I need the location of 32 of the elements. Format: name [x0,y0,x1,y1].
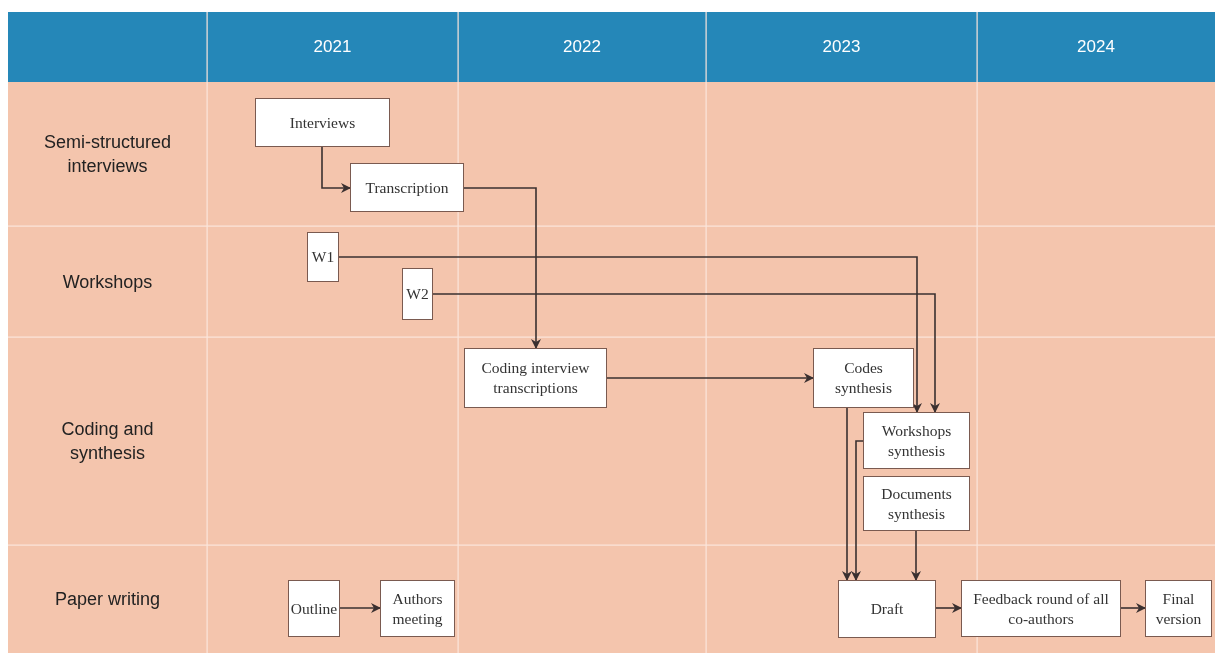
process-box: W2 [402,268,433,320]
process-box: Interviews [255,98,390,147]
process-box: Codes synthesis [813,348,914,408]
process-box: Transcription [350,163,464,212]
year-header: 2023 [821,36,862,58]
process-box: Coding interview transcriptions [464,348,607,408]
process-box: W1 [307,232,339,282]
lane-label: Semi-structured interviews [42,131,172,178]
lane-label: Coding and synthesis [60,418,155,465]
process-box: Feedback round of all co-authors [961,580,1121,637]
arrow [606,373,814,383]
arrow [339,603,381,613]
year-header: 2022 [562,36,602,58]
process-box: Outline [288,580,340,637]
arrow [432,293,940,413]
lane-label: Workshops [62,270,153,294]
process-box: Final version [1145,580,1212,637]
arrow [911,530,921,581]
arrow [338,256,922,413]
process-box: Draft [838,580,936,638]
arrow [842,407,852,581]
process-box: Workshops synthesis [863,412,970,469]
process-box: Authors meeting [380,580,455,637]
arrow [851,440,864,581]
process-box: Documents synthesis [863,476,970,531]
year-header: 2021 [312,36,353,58]
arrow [463,187,541,349]
lane-label: Paper writing [54,588,160,611]
arrow [1120,603,1146,613]
year-header: 2024 [1076,36,1116,58]
arrow [935,603,962,613]
arrow [321,146,351,193]
